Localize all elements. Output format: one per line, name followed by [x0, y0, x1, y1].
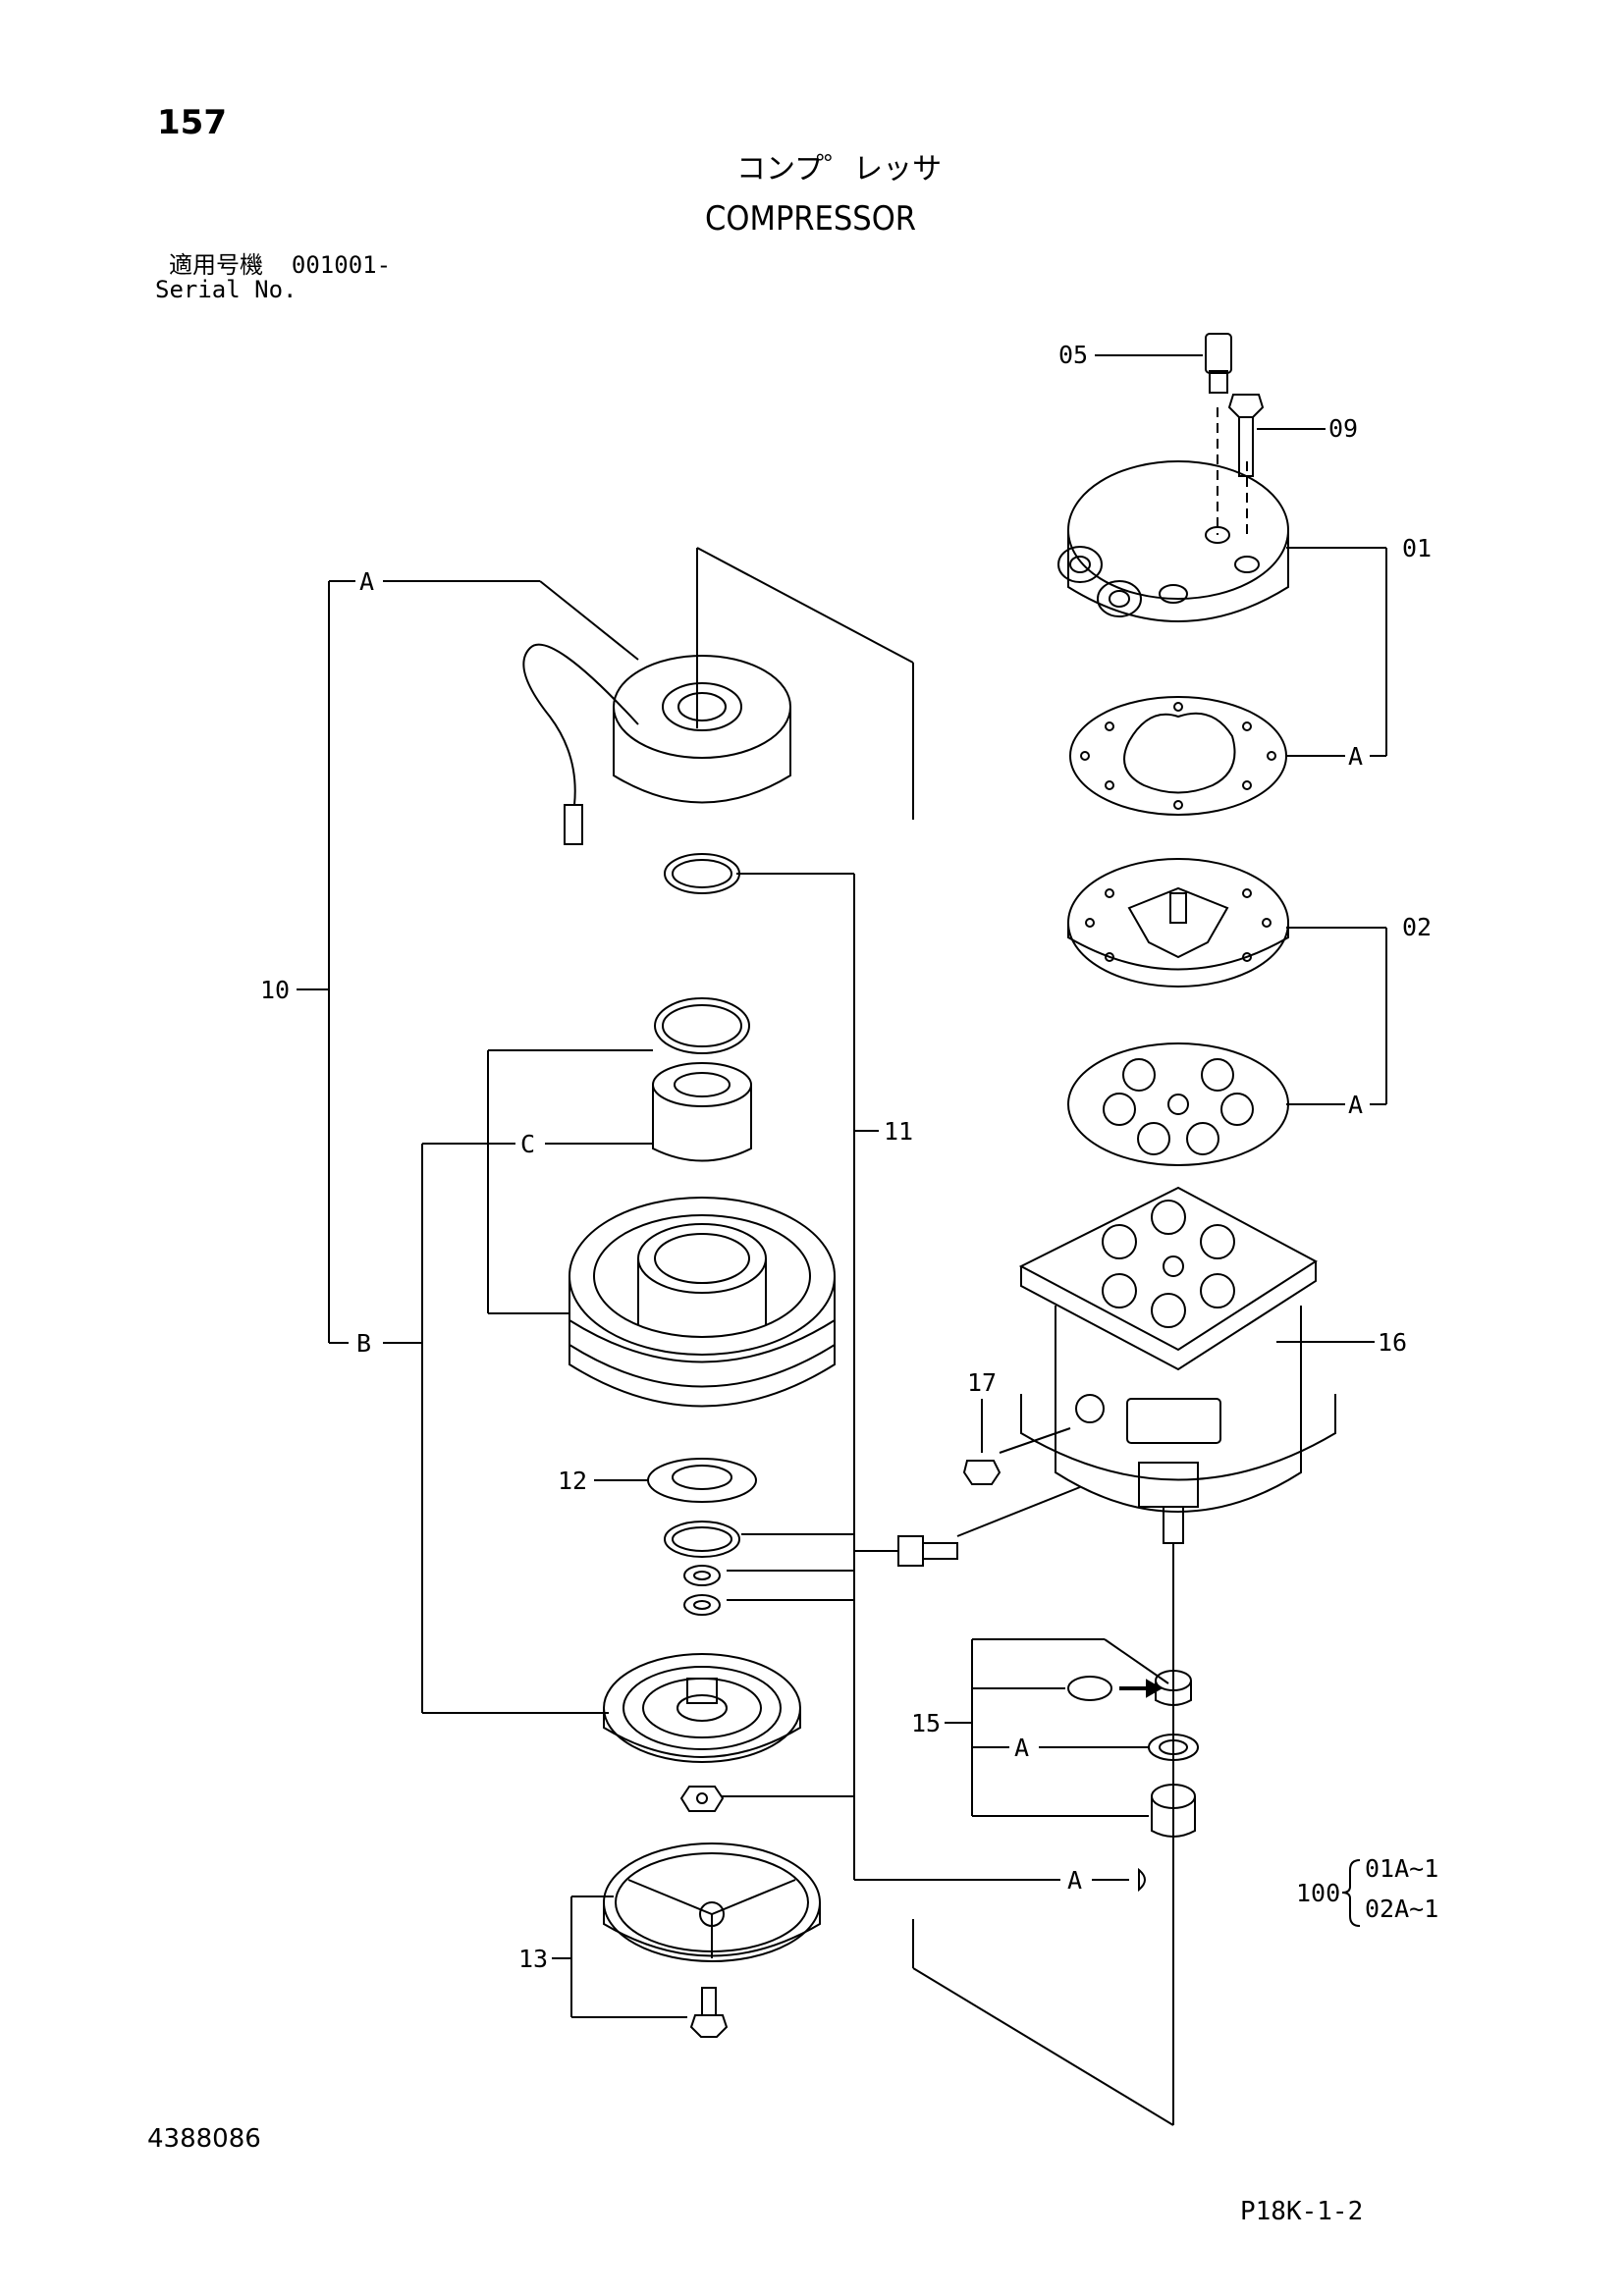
part-snap-ring-c [654, 997, 750, 1054]
callout-11: 11 [884, 1117, 913, 1146]
part-13-bolt [689, 1987, 729, 2038]
part-13-cover [603, 1842, 821, 1962]
part-12-shim [647, 1458, 757, 1503]
kit-item-02a: 02A~1 [1365, 1895, 1438, 1923]
serial-label-jp-text: 適用号機 [169, 251, 263, 279]
callout-c: C [520, 1130, 535, 1158]
part-nut [679, 1786, 725, 1812]
part-01-cylinder-head [1057, 460, 1289, 622]
page-code: P18K-1-2 [1240, 2197, 1364, 2226]
arrow-icon [1119, 1679, 1164, 1698]
callout-a-coil: A [359, 567, 374, 596]
callout-16: 16 [1378, 1328, 1407, 1357]
serial-label-jp: 適用号機 001001- [169, 253, 391, 277]
part-05-switch [1205, 333, 1232, 394]
leader-lines [297, 354, 1387, 2126]
serial-label-en: Serial No. [155, 276, 298, 303]
callout-02: 02 [1402, 913, 1432, 941]
title-english: COMPRESSOR [705, 199, 917, 239]
callout-13: 13 [518, 1945, 548, 1973]
callout-15: 15 [911, 1709, 941, 1737]
page-number: 157 [157, 103, 227, 142]
callout-a-01: A [1348, 742, 1363, 771]
kit-brace [1341, 1859, 1361, 1927]
part-gasket-a [1069, 696, 1287, 816]
part-connector [897, 1535, 958, 1567]
part-gasket-a2 [1067, 1042, 1289, 1166]
serial-value: 001001- [291, 251, 392, 279]
part-pulley [568, 1197, 836, 1408]
part-washers [664, 1521, 740, 1616]
callout-b: B [356, 1329, 371, 1358]
callout-a-11: A [1067, 1866, 1082, 1895]
part-02-valve-plate [1067, 858, 1289, 988]
document-number: 4388086 [147, 2124, 261, 2154]
callout-labels: 05 09 01 A 02 A 16 17 10 A B C 11 12 13 … [260, 341, 1438, 1973]
kit-item-01a: 01A~1 [1365, 1854, 1438, 1883]
part-16-compressor-body [1018, 1186, 1336, 1544]
callout-a-15: A [1014, 1734, 1029, 1762]
callout-05: 05 [1058, 341, 1088, 369]
callout-a-02: A [1348, 1091, 1363, 1119]
part-17-plug [962, 1460, 1001, 1485]
part-15-parts [1067, 1670, 1199, 1893]
part-bearing [652, 1062, 752, 1162]
callout-10: 10 [260, 976, 290, 1004]
callout-01: 01 [1402, 534, 1432, 562]
title-japanese: コンプ゜レッサ [736, 152, 943, 187]
part-armature-plate [603, 1653, 801, 1763]
callout-17: 17 [967, 1368, 997, 1397]
part-coil [522, 643, 791, 845]
callout-09: 09 [1328, 414, 1358, 443]
callout-12: 12 [558, 1467, 587, 1495]
callout-100: 100 [1296, 1879, 1340, 1907]
part-snap-ring [664, 853, 740, 894]
